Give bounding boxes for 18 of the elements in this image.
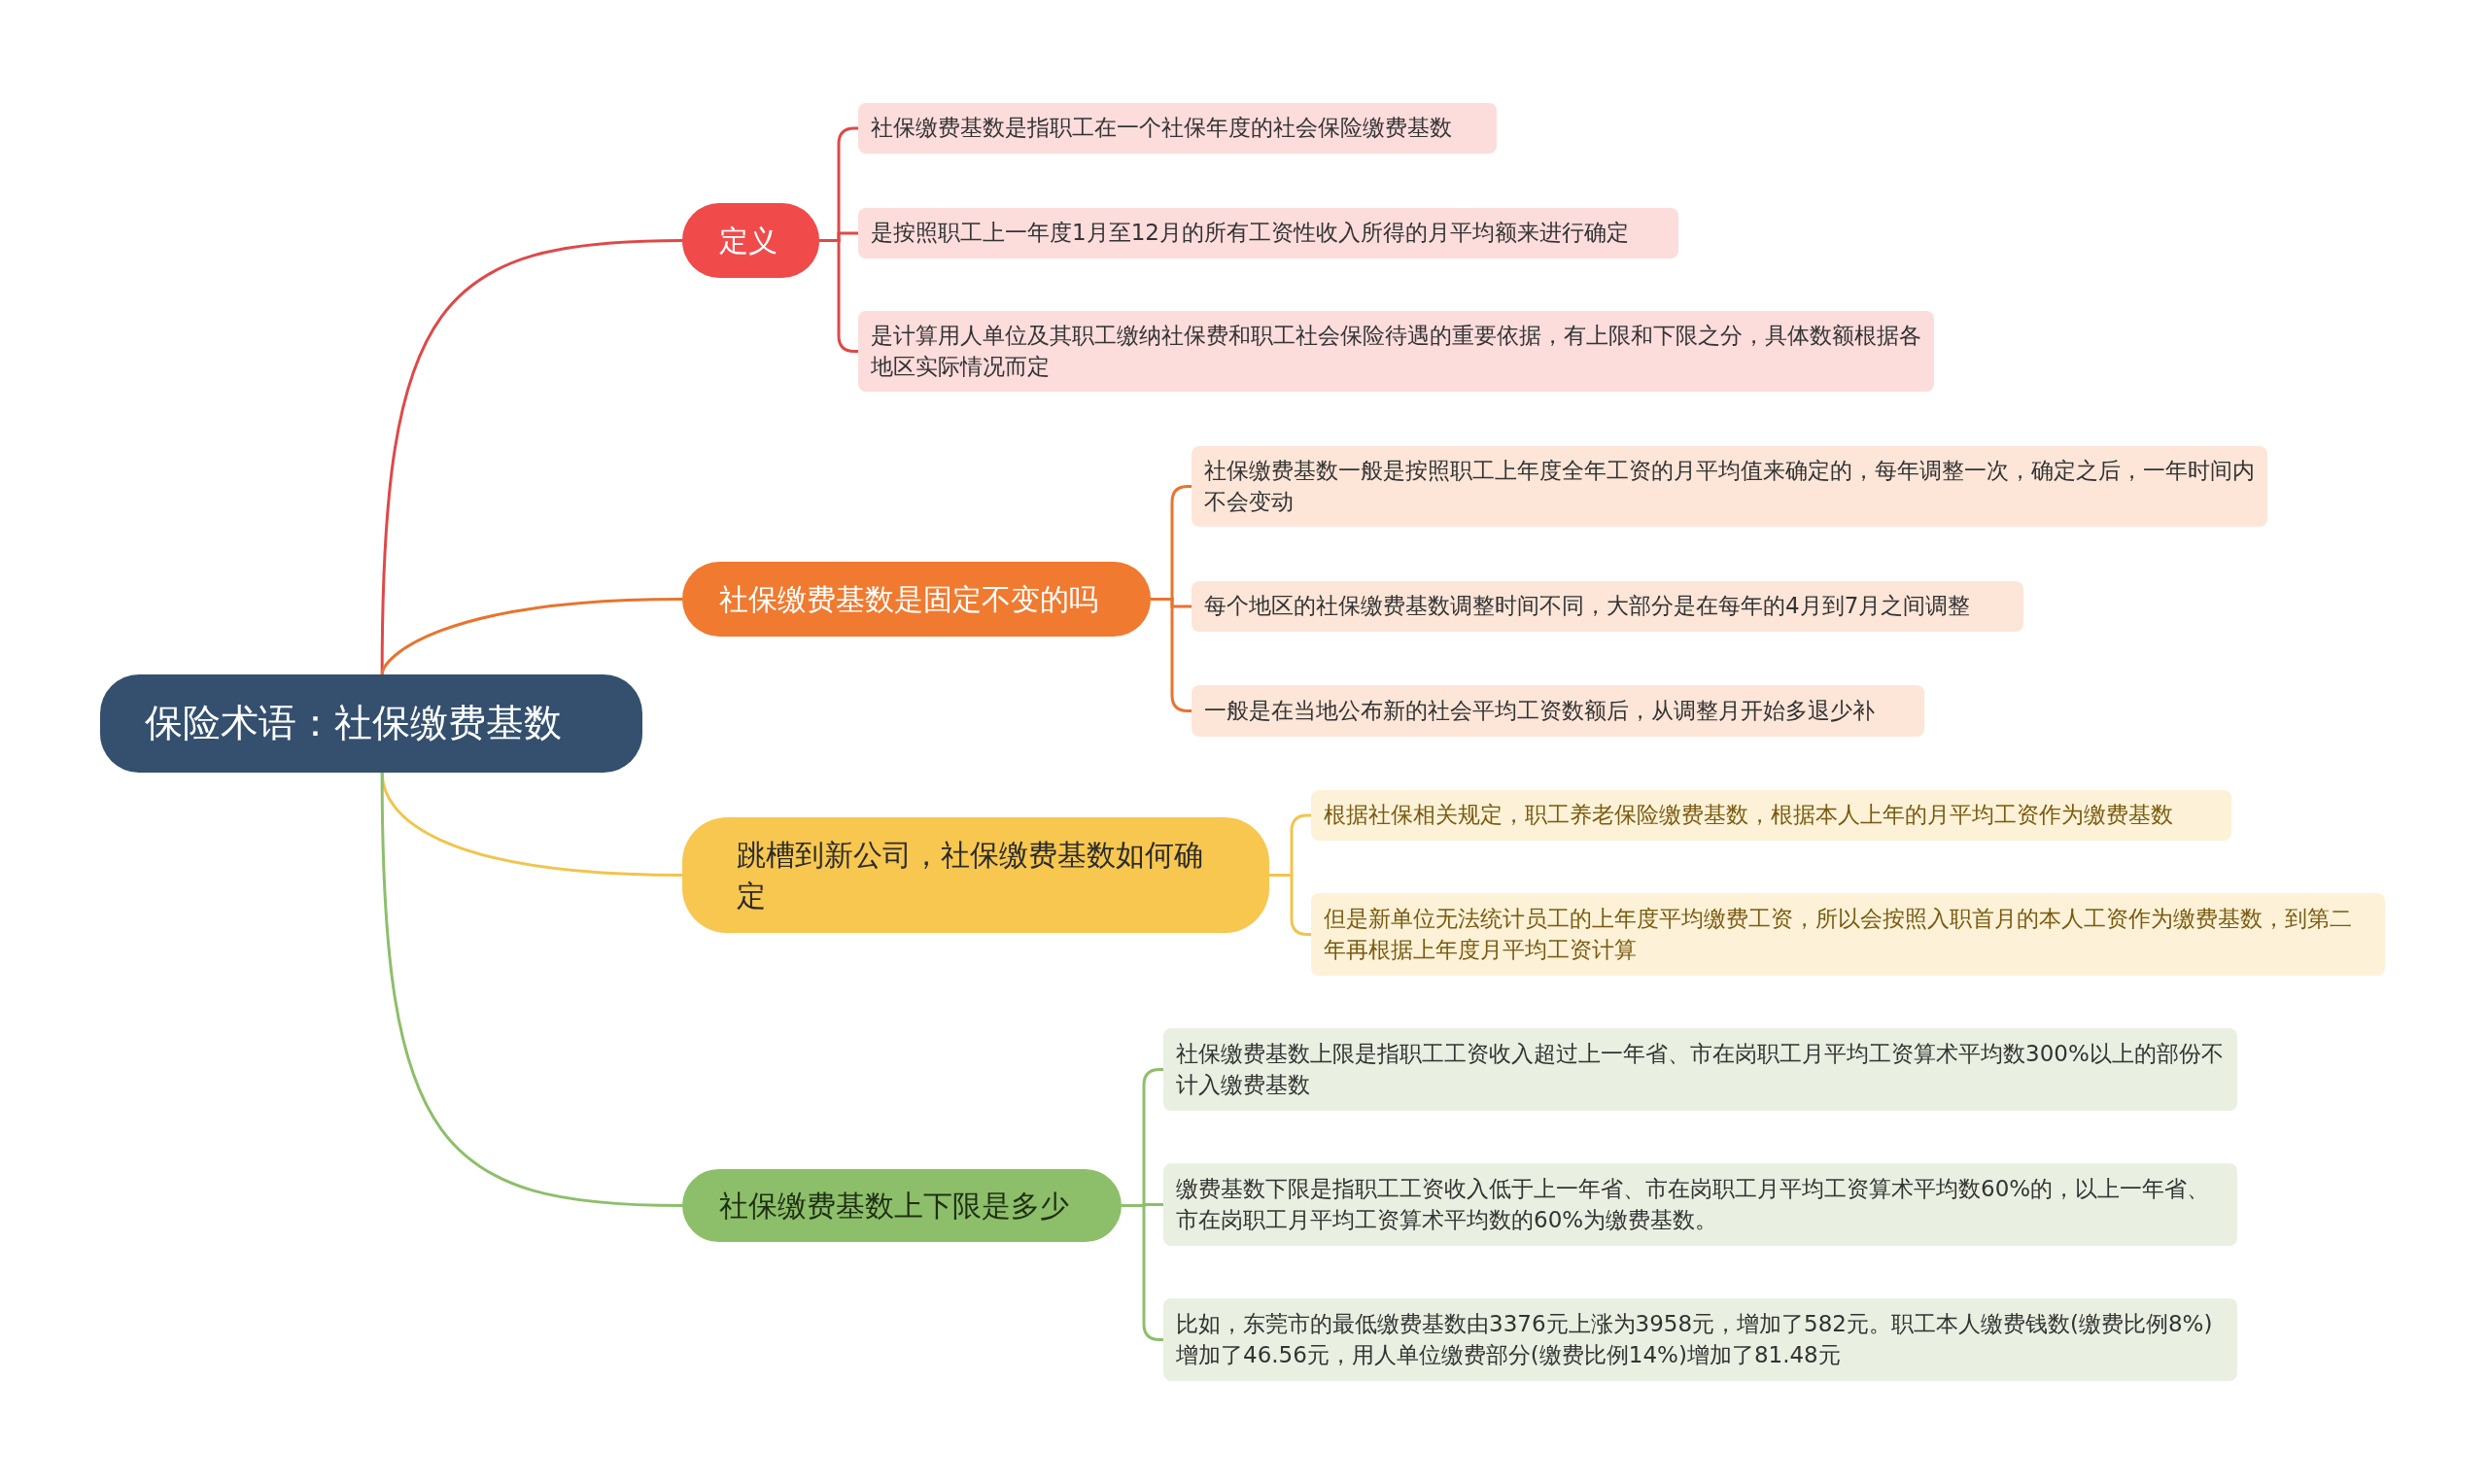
connector-line	[380, 598, 683, 675]
topic-box: 跳槽到新公司，社保缴费基数如何确定	[682, 817, 1269, 933]
note-box: 社保缴费基数一般是按照职工上年度全年工资的月平均值来确定的，每年调整一次，确定之后，一年时间内不会变动	[1192, 446, 2267, 527]
central-topic: 保险术语：社保缴费基数	[100, 674, 642, 773]
note-box: 社保缴费基数上限是指职工工资收入超过上一年省、市在岗职工月平均工资算术平均数300%以上的部份不计入缴费基数	[1163, 1028, 2237, 1111]
note-box: 比如，东莞市的最低缴费基数由3376元上涨为3958元，增加了582元。职工本人缴费钱数(缴费比例8%)增加了46.56元，用人单位缴费部分(缴费比例14%)增加了81.48元	[1163, 1298, 2237, 1381]
note-box: 社保缴费基数是指职工在一个社保年度的社会保险缴费基数	[858, 103, 1497, 154]
topic-box: 社保缴费基数上下限是多少	[682, 1169, 1122, 1242]
note-box: 缴费基数下限是指职工工资收入低于上一年省、市在岗职工月平均工资算术平均数60%的，以上一年省、市在岗职工月平均工资算术平均数的60%为缴费基数。	[1163, 1163, 2237, 1246]
note-box: 一般是在当地公布新的社会平均工资数额后，从调整月开始多退少补	[1192, 685, 1924, 737]
connector-line	[380, 772, 683, 1207]
note-box: 根据社保相关规定，职工养老保险缴费基数，根据本人上年的月平均工资作为缴费基数	[1311, 790, 2231, 841]
note-box: 是计算用人单位及其职工缴纳社保费和职工社会保险待遇的重要依据，有上限和下限之分，具体数额根据各地区实际情况而定	[858, 311, 1934, 392]
topic-box: 定义	[682, 203, 819, 278]
note-box: 是按照职工上一年度1月至12月的所有工资性收入所得的月平均额来进行确定	[858, 208, 1678, 259]
topic-box: 社保缴费基数是固定不变的吗	[682, 562, 1151, 637]
note-box: 但是新单位无法统计员工的上年度平均缴费工资，所以会按照入职首月的本人工资作为缴费基数，到第二年再根据上年度月平均工资计算	[1311, 893, 2385, 976]
note-box: 每个地区的社保缴费基数调整时间不同，大部分是在每年的4月到7月之间调整	[1192, 581, 2023, 632]
